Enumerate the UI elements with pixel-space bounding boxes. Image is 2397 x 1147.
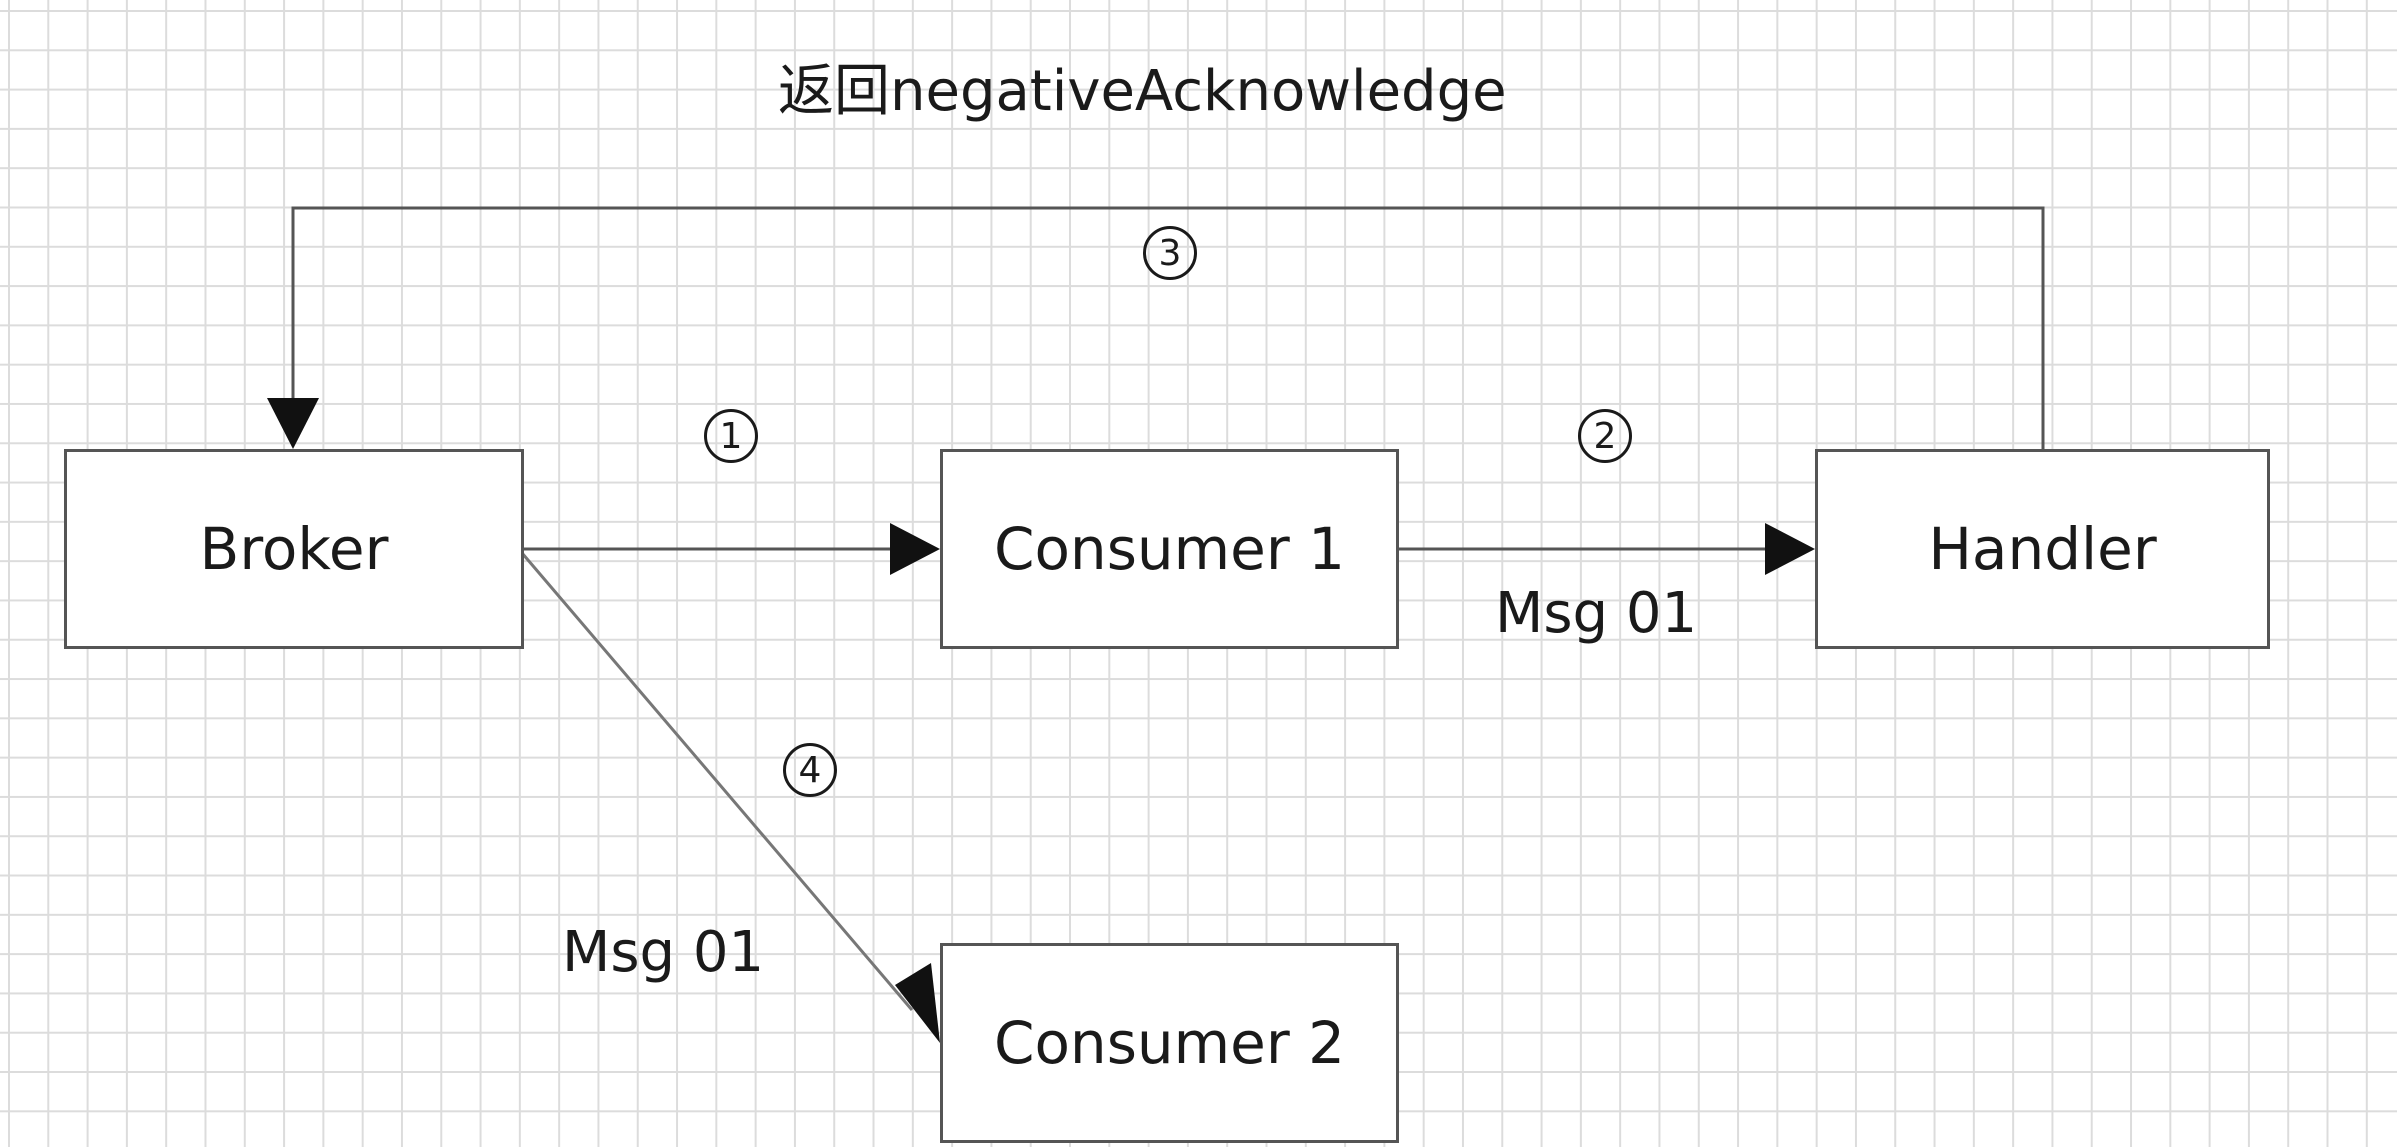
edge-handler-broker (291, 206, 2045, 449)
step-marker-3: 3 (1143, 226, 1197, 280)
arrowhead-handler (1765, 523, 1815, 575)
node-handler: Handler (1815, 449, 2270, 649)
edge-broker-consumer2 (520, 552, 914, 1011)
diagram-title: 返回negativeAcknowledge (778, 59, 1507, 124)
arrowhead-broker (267, 398, 319, 449)
step-marker-2: 2 (1578, 409, 1632, 463)
node-consumer-1: Consumer 1 (940, 449, 1399, 649)
arrowhead-consumer2 (895, 963, 940, 1043)
arrowhead-consumer1 (890, 523, 940, 575)
node-consumer-2: Consumer 2 (940, 943, 1399, 1143)
node-broker: Broker (64, 449, 524, 649)
step-marker-4: 4 (783, 743, 837, 797)
step-marker-1: 1 (704, 409, 758, 463)
edge-label-msg-consumer1-handler: Msg 01 (1495, 581, 1698, 646)
edge-label-msg-broker-consumer2: Msg 01 (562, 920, 765, 985)
